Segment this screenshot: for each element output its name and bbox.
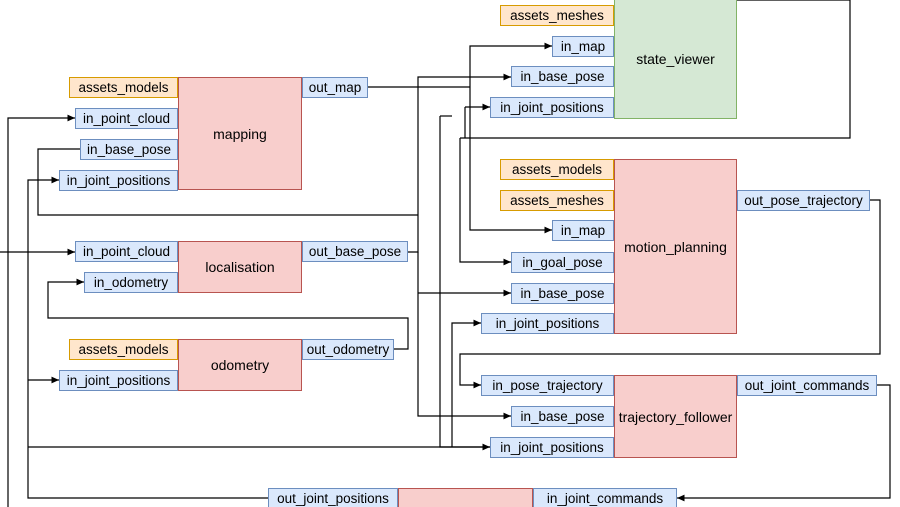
mapping-label: mapping bbox=[213, 125, 267, 142]
trajectory-follower-in-joint-positions[interactable]: in_joint_positions bbox=[490, 437, 614, 458]
mapping-in-joint-positions[interactable]: in_joint_positions bbox=[59, 170, 178, 191]
wire-joint-commands bbox=[677, 384, 891, 502]
mapping-assets-models[interactable]: assets_models bbox=[69, 77, 178, 98]
state-viewer-in-joint-positions[interactable]: in_joint_positions bbox=[490, 97, 614, 118]
motion-planning-assets-meshes[interactable]: assets_meshes bbox=[500, 190, 614, 211]
localisation-in-point-cloud[interactable]: in_point_cloud bbox=[75, 241, 178, 262]
odometry-label: odometry bbox=[210, 357, 270, 373]
state-viewer-in-map[interactable]: in_map bbox=[552, 36, 614, 57]
wire-odometry-loop bbox=[47, 278, 409, 350]
robot-interface-in-joint-commands[interactable]: in_joint_commands bbox=[533, 488, 677, 507]
motion-planning-label: motion_planning bbox=[624, 238, 727, 255]
motion-planning-assets-models[interactable]: assets_models bbox=[500, 159, 614, 180]
mapping-in-point-cloud[interactable]: in_point_cloud bbox=[75, 108, 178, 129]
mapping-node[interactable]: mapping bbox=[178, 77, 302, 190]
wire-out-map bbox=[368, 46, 552, 88]
mapping-out-map[interactable]: out_map bbox=[302, 77, 368, 98]
trajectory-follower-node[interactable]: trajectory_follower bbox=[614, 375, 737, 458]
wire-pose-trajectory bbox=[459, 199, 881, 389]
trajectory-follower-label: trajectory_follower bbox=[618, 408, 733, 425]
robot-interface-out-joint-positions[interactable]: out_joint_positions bbox=[268, 488, 398, 507]
trajectory-follower-out-joint-commands[interactable]: out_joint_commands bbox=[737, 375, 877, 396]
localisation-node[interactable]: localisation bbox=[178, 241, 302, 293]
odometry-out-odometry[interactable]: out_odometry bbox=[302, 339, 394, 360]
robot-interface-node[interactable] bbox=[398, 488, 533, 507]
mapping-in-base-pose[interactable]: in_base_pose bbox=[80, 139, 178, 160]
localisation-label: localisation bbox=[205, 259, 275, 275]
motion-planning-in-base-pose[interactable]: in_base_pose bbox=[511, 283, 614, 304]
odometry-in-joint-positions[interactable]: in_joint_positions bbox=[59, 370, 178, 391]
motion-planning-in-map[interactable]: in_map bbox=[552, 220, 614, 241]
motion-planning-node[interactable]: motion_planning bbox=[614, 159, 737, 334]
localisation-in-odometry[interactable]: in_odometry bbox=[84, 272, 178, 293]
wire-out-base-pose bbox=[408, 73, 511, 253]
motion-planning-in-goal-pose[interactable]: in_goal_pose bbox=[511, 252, 614, 273]
wire-point-cloud bbox=[7, 114, 75, 507]
trajectory-follower-in-base-pose[interactable]: in_base_pose bbox=[511, 406, 614, 427]
state-viewer-node[interactable]: state_viewer bbox=[614, 0, 737, 119]
trajectory-follower-in-pose-trajectory[interactable]: in_pose_trajectory bbox=[481, 375, 614, 396]
state-viewer-in-base-pose[interactable]: in_base_pose bbox=[511, 66, 614, 87]
motion-planning-out-pose-trajectory[interactable]: out_pose_trajectory bbox=[737, 190, 870, 211]
state-viewer-assets-meshes[interactable]: assets_meshes bbox=[500, 5, 614, 26]
odometry-node[interactable]: odometry bbox=[178, 339, 302, 391]
wire-out-joint-positions bbox=[27, 176, 268, 499]
wire-mapping-base-pose bbox=[37, 148, 418, 216]
motion-planning-in-joint-positions[interactable]: in_joint_positions bbox=[481, 313, 614, 334]
localisation-out-base-pose[interactable]: out_base_pose bbox=[302, 241, 408, 262]
wire-viewer-outer bbox=[460, 0, 851, 139]
odometry-assets-models[interactable]: assets_models bbox=[69, 339, 178, 360]
state-viewer-label: state_viewer bbox=[636, 50, 715, 67]
